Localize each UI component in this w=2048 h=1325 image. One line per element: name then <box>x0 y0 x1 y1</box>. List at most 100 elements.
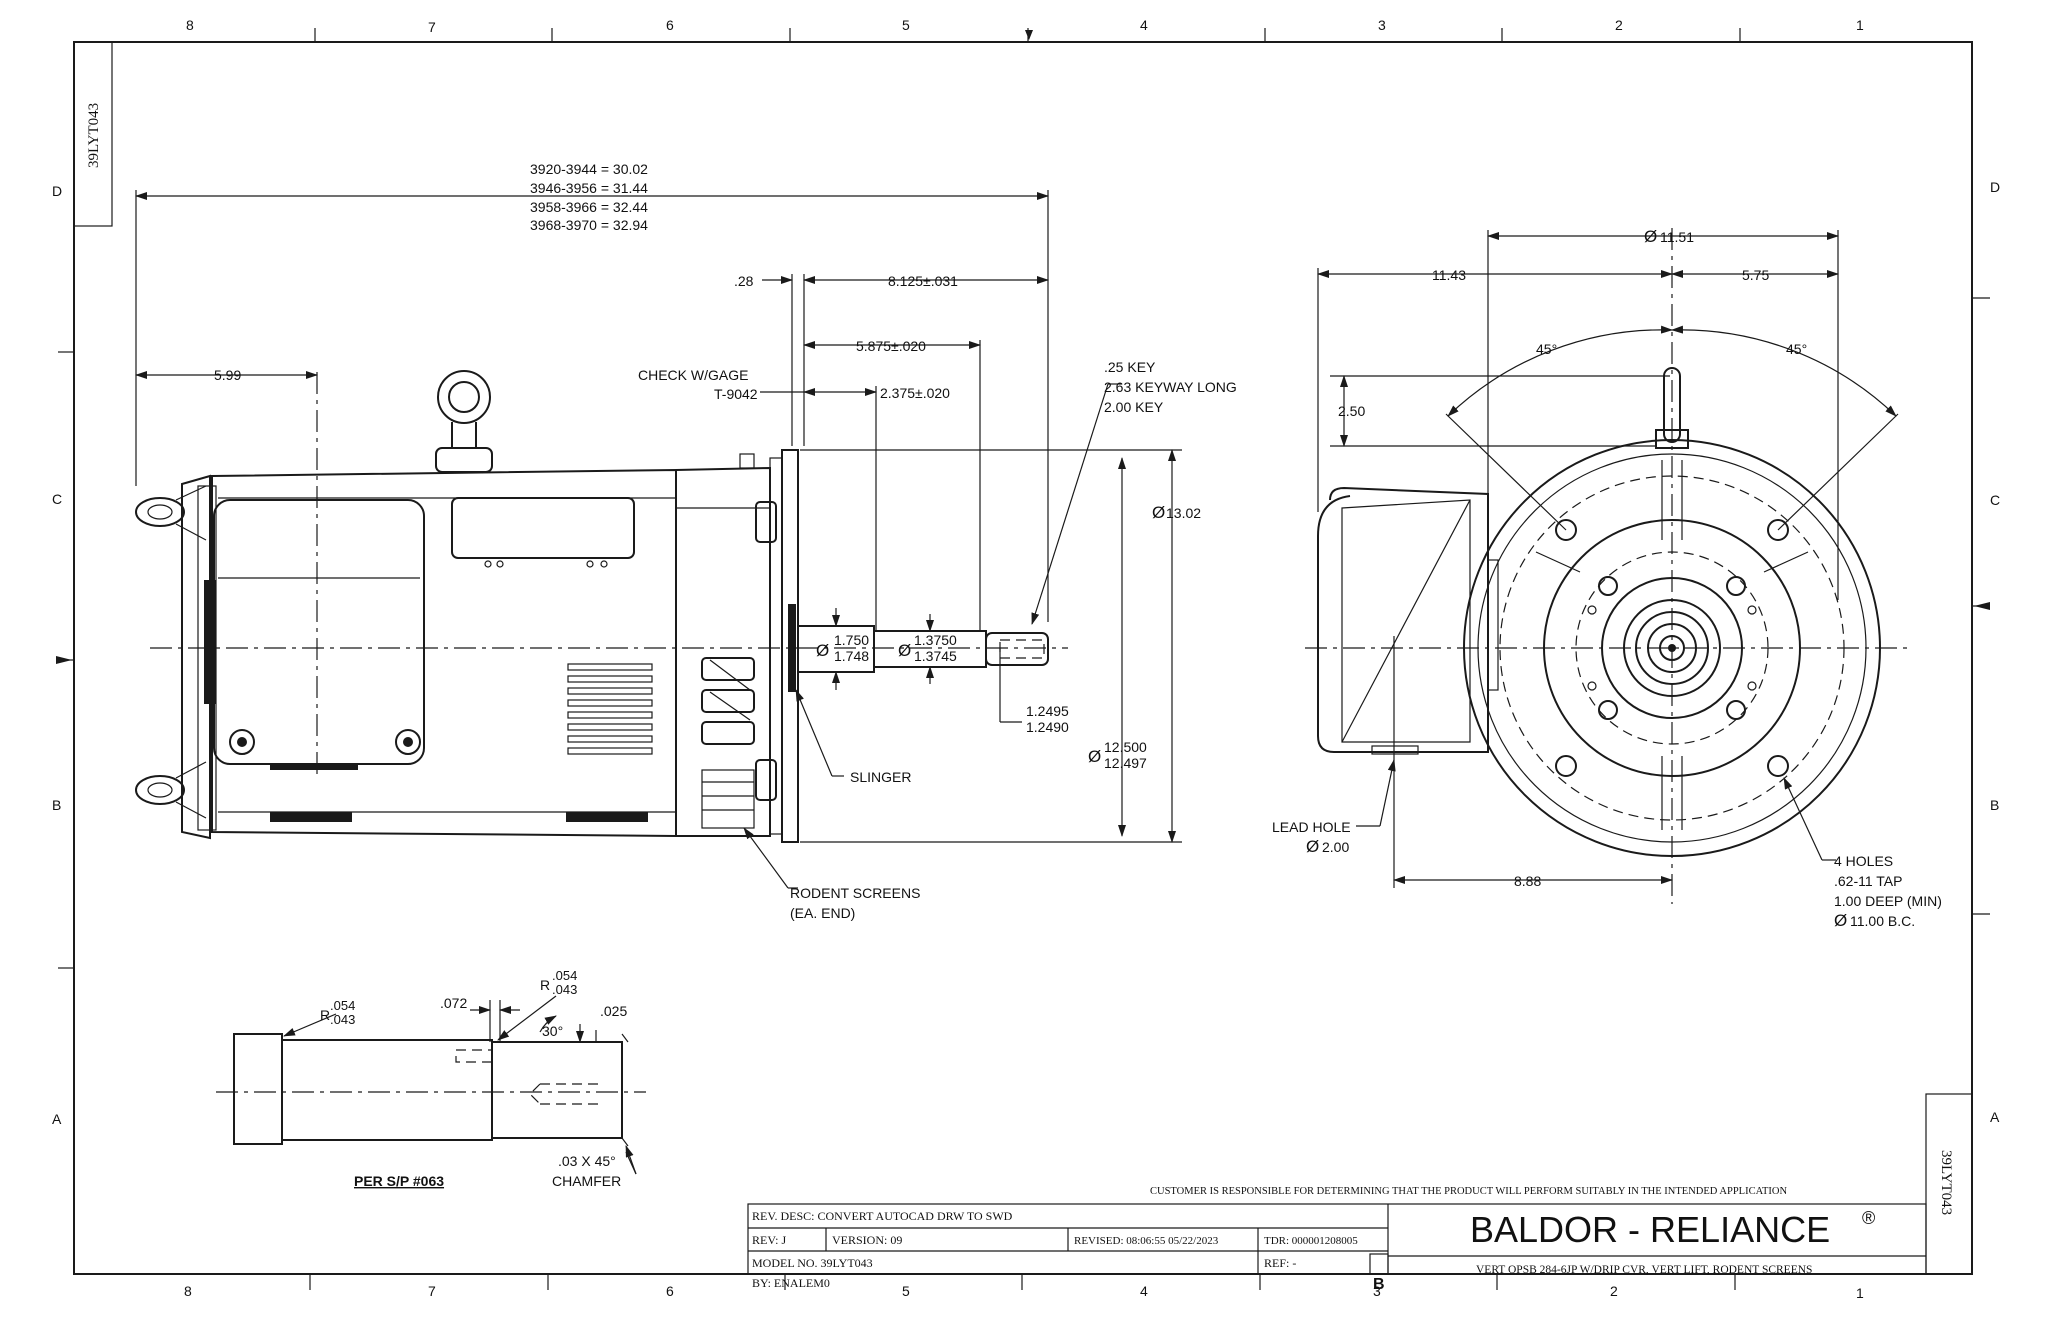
row-left-a: A <box>52 1111 62 1127</box>
dia-symbol-pilot: Ø <box>1088 747 1101 766</box>
pilot-dia-lower: 12.497 <box>1104 755 1147 771</box>
dia-symbol-bc: Ø <box>1834 911 1847 930</box>
overall-length-3: 3958-3966 = 32.44 <box>530 199 648 215</box>
dim-11-51: 11.51 <box>1660 229 1694 245</box>
zone-bottom-4: 4 <box>1140 1283 1148 1299</box>
shaft-detail-view <box>216 995 646 1175</box>
zone-top-5: 5 <box>902 17 910 33</box>
key-note-1: .25 KEY <box>1104 359 1156 375</box>
detail-dim-072: .072 <box>440 995 467 1011</box>
detail-chamfer-2: CHAMFER <box>552 1173 621 1189</box>
motor-end-view <box>1317 367 1881 857</box>
end-view-dimensions <box>1317 230 1899 888</box>
detail-r1-lower: .043 <box>330 1012 355 1027</box>
zone-bottom-8: 8 <box>184 1283 192 1299</box>
dim-11-43: 11.43 <box>1432 267 1466 283</box>
registered-mark: ® <box>1862 1208 1875 1228</box>
rodent-screens-note: (EA. END) <box>790 905 855 921</box>
slinger-label: SLINGER <box>850 769 911 785</box>
detail-r2-upper: .054 <box>552 968 577 983</box>
dim-5-99: 5.99 <box>214 367 241 383</box>
dia-symbol-1302: Ø <box>1152 503 1165 522</box>
detail-chamfer-1: .03 X 45° <box>558 1153 616 1169</box>
model-no: MODEL NO. 39LYT043 <box>752 1256 873 1270</box>
motor-side-view <box>135 370 1049 843</box>
zone-top-2: 2 <box>1615 17 1623 33</box>
zone-labels: 8 7 6 5 4 3 2 1 8 7 6 5 4 3 2 1 D C B A … <box>52 17 2000 1301</box>
zone-top-8: 8 <box>186 17 194 33</box>
zone-top-7: 7 <box>428 19 436 35</box>
row-right-d: D <box>1990 179 2000 195</box>
dim-0-28: .28 <box>734 273 754 289</box>
dia-symbol-shaft1: Ø <box>816 641 829 660</box>
detail-r2-lower: .043 <box>552 982 577 997</box>
zone-bottom-3: 3 <box>1373 1283 1381 1299</box>
detail-r1-label: R <box>320 1007 330 1023</box>
drawing-size: B <box>1373 1276 1385 1293</box>
end-view-labels: Ø 11.51 11.43 5.75 45° 45° 2.50 LEAD HOL… <box>1272 227 1942 930</box>
shaft-dia-1-upper: 1.750 <box>834 632 869 648</box>
row-left-c: C <box>52 491 62 507</box>
row-left-b: B <box>52 797 61 813</box>
angle-left: 45° <box>1536 341 1557 357</box>
drawing-id-side: 39LYT043 <box>1938 1150 1954 1215</box>
disclaimer: CUSTOMER IS RESPONSIBLE FOR DETERMINING … <box>1150 1186 1788 1197</box>
dim-5-75: 5.75 <box>1742 267 1769 283</box>
dim-2-50: 2.50 <box>1338 403 1365 419</box>
version: VERSION: 09 <box>832 1233 902 1247</box>
dim-2-375: 2.375±.020 <box>880 385 950 401</box>
shaft-dia-2-upper: 1.3750 <box>914 632 957 648</box>
lead-hole-dia: 2.00 <box>1322 839 1349 855</box>
drawing-border <box>56 28 1990 1290</box>
zone-bottom-1: 1 <box>1856 1285 1864 1301</box>
detail-r1-upper: .054 <box>330 998 355 1013</box>
ref: REF: - <box>1264 1256 1296 1270</box>
drawing-description: VERT OPSB 284-6JP W/DRIP CVR, VERT LIFT,… <box>1476 1264 1812 1276</box>
drawn-by: BY: ENALEM0 <box>752 1276 830 1290</box>
zone-top-6: 6 <box>666 17 674 33</box>
zone-bottom-7: 7 <box>428 1283 436 1299</box>
overall-length-1: 3920-3944 = 30.02 <box>530 161 648 177</box>
revised: REVISED: 08:06:55 05/22/2023 <box>1074 1235 1219 1247</box>
title-block <box>747 1203 1927 1275</box>
key-note-2: 2.63 KEYWAY LONG <box>1104 379 1237 395</box>
dim-8-88: 8.88 <box>1514 873 1541 889</box>
dia-symbol-1151: Ø <box>1644 227 1657 246</box>
detail-angle-30: 30° <box>542 1023 563 1039</box>
zone-bottom-5: 5 <box>902 1283 910 1299</box>
detail-labels: R .054 .043 .072 R .054 .043 .025 30° .0… <box>320 968 627 1189</box>
keyseat-lower: 1.2490 <box>1026 719 1069 735</box>
rev: REV: J <box>752 1233 786 1247</box>
dim-5-875: 5.875±.020 <box>856 338 926 354</box>
keyseat-upper: 1.2495 <box>1026 703 1069 719</box>
zone-top-1: 1 <box>1856 17 1864 33</box>
gage-number: T-9042 <box>714 386 758 402</box>
rodent-screens-label: RODENT SCREENS <box>790 885 920 901</box>
drawing-id-top: 39LYT043 <box>86 103 102 168</box>
holes-note-2: .62-11 TAP <box>1834 873 1902 889</box>
side-view-labels: 3920-3944 = 30.02 3946-3956 = 31.44 3958… <box>214 161 1237 921</box>
dia-symbol-lead: Ø <box>1306 837 1319 856</box>
title-block-text: CUSTOMER IS RESPONSIBLE FOR DETERMINING … <box>752 1186 1875 1293</box>
rev-desc: REV. DESC: CONVERT AUTOCAD DRW TO SWD <box>752 1209 1013 1223</box>
check-gage-label: CHECK W/GAGE <box>638 367 748 383</box>
per-sp-note: PER S/P #063 <box>354 1173 444 1189</box>
side-view-dimensions <box>135 190 1182 889</box>
shaft-dia-2-lower: 1.3745 <box>914 648 957 664</box>
row-right-c: C <box>1990 492 2000 508</box>
row-right-a: A <box>1990 1109 2000 1125</box>
key-note-3: 2.00 KEY <box>1104 399 1164 415</box>
detail-r2-label: R <box>540 977 550 993</box>
zone-bottom-2: 2 <box>1610 1283 1618 1299</box>
holes-note-1: 4 HOLES <box>1834 853 1893 869</box>
zone-top-4: 4 <box>1140 17 1148 33</box>
company-name: BALDOR - RELIANCE <box>1470 1209 1830 1250</box>
pilot-dia-upper: 12.500 <box>1104 739 1147 755</box>
angle-right: 45° <box>1786 341 1807 357</box>
overall-length-4: 3968-3970 = 32.94 <box>530 217 648 233</box>
holes-note-4: 11.00 B.C. <box>1850 913 1915 929</box>
lead-hole-label: LEAD HOLE <box>1272 819 1351 835</box>
row-right-b: B <box>1990 797 1999 813</box>
dim-8-125: 8.125±.031 <box>888 273 958 289</box>
